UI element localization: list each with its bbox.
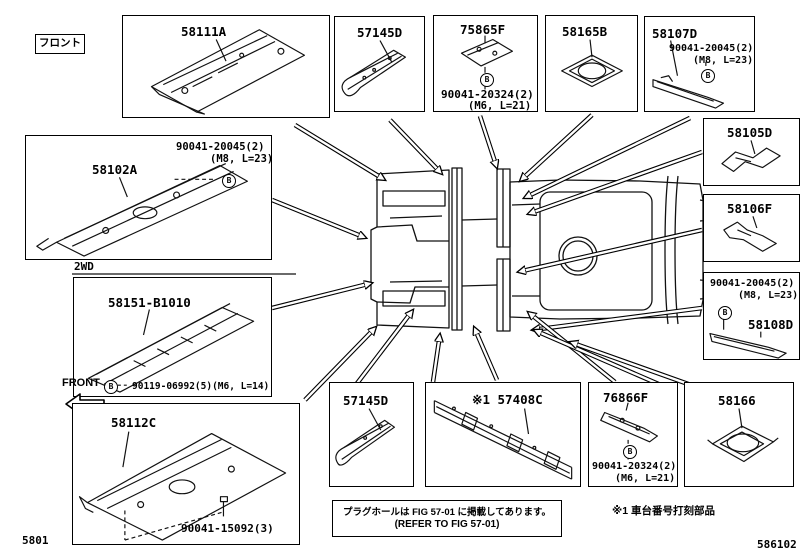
part-drawing-58165b: [561, 39, 623, 88]
part-drawing-58112c: [78, 431, 287, 541]
fastener-number: 90041-20045(2): [176, 141, 265, 153]
fastener-spec: (M6, L=21): [468, 100, 532, 112]
part-drawing-58108d: [709, 318, 787, 359]
fastener-line: 90119-06992(5)(M6, L=14): [132, 381, 270, 392]
fastener-number: 90041-15092(3): [181, 522, 274, 535]
part-drawing-57408c: [433, 400, 573, 480]
part-box-58166[interactable]: 58166: [684, 382, 794, 487]
part-number-57145d-bottom: 57145D: [343, 393, 389, 408]
front-label-jp: フロント: [39, 37, 81, 49]
part-number-58111a: 58111A: [181, 24, 227, 39]
figure-code-right: 586102: [757, 538, 797, 551]
bolt-symbol-b: B: [480, 73, 494, 87]
stamped-part-note: ※1 車台番号打刻部品: [612, 505, 715, 517]
bolt-symbol-b: B: [104, 380, 118, 394]
part-box-58108d[interactable]: 90041-20045(2) (M8, L=23) B 58108D: [703, 272, 800, 360]
part-number-58151: 58151-B1010: [108, 295, 191, 310]
part-number-57145d-top: 57145D: [357, 25, 403, 40]
part-box-58107d[interactable]: 58107D 90041-20045(2) (M8, L=23) B: [644, 16, 755, 112]
bolt-icon: [219, 496, 228, 517]
part-drawing-58102a: [36, 163, 248, 257]
part-box-58102a[interactable]: 58102A 90041-20045(2) (M8, L=23) B: [25, 135, 274, 260]
reference-note-jp: プラグホールは FIG 57-01 に掲載してあります。: [342, 507, 552, 518]
fastener-number: 90041-20324(2): [441, 88, 534, 101]
part-box-58111a[interactable]: 58111A: [122, 15, 330, 118]
part-number-58107d: 58107D: [652, 26, 698, 41]
reference-note-en: (REFER TO FIG 57-01): [394, 519, 500, 530]
part-box-58165b[interactable]: 58165B: [545, 15, 638, 112]
part-drawing-76866f: [600, 402, 659, 460]
part-box-58112c[interactable]: 58112C 90041-15092(3): [72, 403, 300, 545]
part-box-58105d[interactable]: 58105D: [703, 118, 800, 186]
part-drawing-57145d-bottom: [335, 408, 396, 466]
fastener-spec: (M8, L=23): [693, 55, 754, 66]
fastener-number: 90041-20045(2): [669, 43, 754, 54]
part-number-58105d: 58105D: [727, 125, 773, 140]
part-number-76866f: 76866F: [603, 390, 649, 405]
part-drawing-58166: [707, 408, 779, 463]
reference-note-box: プラグホールは FIG 57-01 に掲載してあります。 (REFER TO F…: [332, 500, 562, 537]
part-number-57408c: ※1 57408C: [472, 392, 543, 407]
drive-type-label: 2WD: [74, 260, 94, 273]
fastener-number: 90041-20045(2): [710, 278, 795, 289]
part-box-58106f[interactable]: 58106F: [703, 194, 800, 262]
part-box-57145d-bottom[interactable]: 57145D: [329, 382, 414, 487]
part-drawing-57145d-top: [341, 40, 407, 97]
part-number-58106f: 58106F: [727, 201, 773, 216]
part-number-75865f: 75865F: [460, 22, 506, 37]
fastener-spec: (M6, L=21): [615, 473, 676, 484]
front-direction-label: FRONT: [62, 377, 100, 389]
part-box-57145d-top[interactable]: 57145D: [334, 16, 425, 112]
part-number-58102a: 58102A: [92, 162, 138, 177]
part-number-58165b: 58165B: [562, 24, 608, 39]
bolt-symbol-b: B: [222, 174, 236, 188]
bolt-symbol-b: B: [718, 306, 732, 320]
bolt-symbol-b: B: [701, 69, 715, 83]
bolt-symbol-b: B: [623, 445, 637, 459]
part-box-58151[interactable]: 58151-B1010 B 90119-06992(5)(M6, L=14): [73, 277, 272, 397]
part-drawing-58107d: [652, 40, 725, 109]
part-drawing-58105d: [721, 140, 781, 172]
part-box-75865f[interactable]: 75865F B 90041-20324(2) (M6, L=21): [433, 15, 538, 112]
fastener-spec: (M8, L=23): [738, 290, 799, 301]
part-number-58112c: 58112C: [111, 415, 157, 430]
part-drawing-58106f: [723, 216, 777, 252]
fastener-spec: (M8, L=23): [210, 153, 274, 165]
part-box-57408c[interactable]: ※1 57408C: [425, 382, 581, 487]
pointer-arrows: [271, 113, 706, 402]
part-number-58108d: 58108D: [748, 317, 794, 332]
figure-code-left: 5801: [22, 534, 49, 547]
fastener-number: 90041-20324(2): [592, 461, 677, 472]
front-label-box: フロント: [35, 34, 85, 54]
part-number-58166: 58166: [718, 393, 756, 408]
part-drawing-58111a: [150, 29, 306, 115]
part-box-76866f[interactable]: 76866F B 90041-20324(2) (M6, L=21): [588, 382, 678, 487]
